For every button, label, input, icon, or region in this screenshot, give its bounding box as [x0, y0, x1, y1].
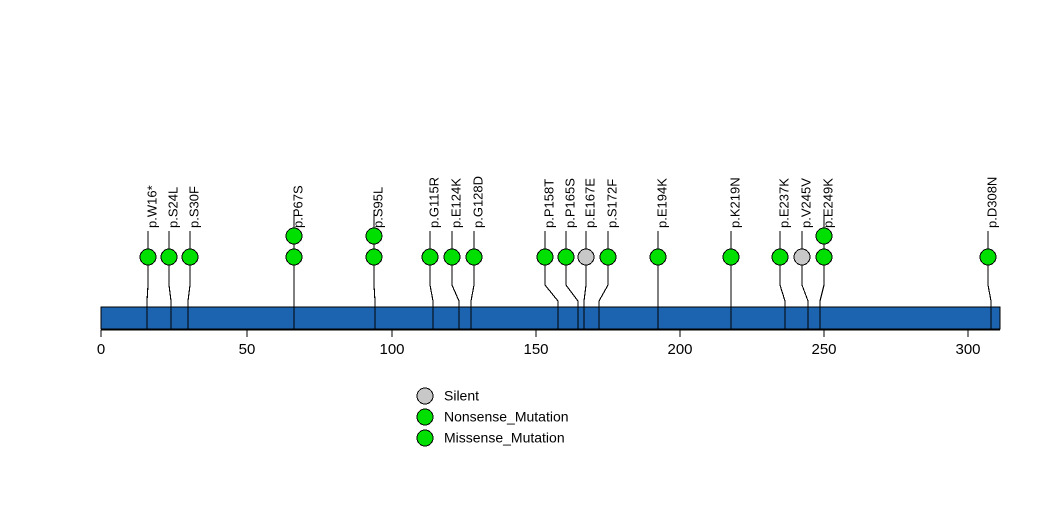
lollipop-stem-pS24L	[168, 231, 172, 329]
mutation-label-pK219N: p.K219N	[727, 177, 742, 228]
mutation-marker-pE249K[interactable]	[815, 227, 833, 245]
mutation-marker-pD308N[interactable]	[979, 248, 997, 266]
mutation-label-pE237K: p.E237K	[776, 178, 791, 228]
mutation-marker-pE237K[interactable]	[771, 248, 789, 266]
legend-marker-missense_mutation[interactable]	[416, 429, 434, 447]
mutation-marker-pE249K[interactable]	[815, 248, 833, 266]
mutation-marker-pS172F[interactable]	[599, 248, 617, 266]
lollipop-stem-pW16	[146, 231, 149, 329]
legend-label-missense_mutation: Missense_Mutation	[444, 430, 565, 446]
mutation-marker-pP67S[interactable]	[285, 227, 303, 245]
mutation-marker-pG115R[interactable]	[421, 248, 439, 266]
lollipop-stem-pV245V	[801, 231, 809, 329]
mutation-label-pG115R: p.G115R	[426, 177, 441, 228]
mutation-marker-pS24L[interactable]	[160, 248, 178, 266]
mutation-label-pE124K: p.E124K	[448, 178, 463, 228]
mutation-marker-pP67S[interactable]	[285, 248, 303, 266]
x-axis-tick-label-0: 0	[97, 341, 105, 358]
lollipop-stem-pE237K	[779, 231, 786, 329]
mutation-marker-pW16[interactable]	[139, 248, 157, 266]
mutation-label-pS24L: p.S24L	[165, 187, 180, 228]
mutation-label-pP158T: p.P158T	[541, 179, 556, 228]
mutation-label-pG128D: p.G128D	[470, 176, 485, 228]
x-axis-tick-label-200: 200	[667, 341, 692, 358]
mutation-marker-pP165S[interactable]	[557, 248, 575, 266]
mutation-label-pP67S: p.P67S	[290, 185, 305, 228]
mutation-marker-pP158T[interactable]	[536, 248, 554, 266]
x-axis-tick-label-50: 50	[239, 341, 256, 358]
legend-marker-silent[interactable]	[416, 387, 434, 405]
lollipop-stem-pE167E	[583, 231, 587, 329]
lollipop-stem-pG115R	[429, 231, 434, 329]
x-axis-tick-label-100: 100	[379, 341, 404, 358]
lollipop-stem-pS172F	[598, 231, 609, 329]
x-axis-tick-label-250: 250	[811, 341, 836, 358]
lollipop-stem-pD308N	[987, 231, 992, 329]
lollipop-stems-group	[146, 210, 992, 329]
mutation-labels-group: p.W16* p.S24L p.S30F p.P67S p.S95L p.G115R p.E…	[144, 176, 999, 228]
x-axis-group: 0 50 100 150 200 250 300	[97, 329, 1000, 358]
x-axis-tick-label-150: 150	[523, 341, 548, 358]
lollipop-stem-pE124K	[451, 231, 460, 329]
legend-label-nonsense_mutation: Nonsense_Mutation	[444, 409, 569, 425]
protein-bar-group	[100, 306, 1001, 330]
lollipop-stem-pG128D	[470, 231, 475, 329]
lollipop-stem-pP165S	[565, 231, 579, 329]
mutation-marker-pS95L[interactable]	[365, 227, 383, 245]
mutation-marker-pE194K[interactable]	[649, 248, 667, 266]
lollipop-stem-pS30F	[187, 231, 191, 329]
mutation-marker-pG128D[interactable]	[465, 248, 483, 266]
mutation-marker-pV245V[interactable]	[793, 248, 811, 266]
mutation-label-pE249K: p.E249K	[820, 178, 835, 228]
lollipop-stem-pP158T	[544, 231, 559, 329]
mutation-marker-pK219N[interactable]	[722, 248, 740, 266]
mutation-markers-group	[139, 227, 997, 266]
x-axis-tick-label-300: 300	[955, 341, 980, 358]
mutation-label-pE167E: p.E167E	[582, 178, 597, 228]
mutation-label-pS95L: p.S95L	[370, 187, 385, 228]
mutation-label-pW16: p.W16*	[144, 185, 159, 228]
mutation-marker-pS95L[interactable]	[365, 248, 383, 266]
mutation-label-pV245V: p.V245V	[798, 178, 813, 228]
mutation-label-pS172F: p.S172F	[604, 179, 619, 228]
mutation-label-pE194K: p.E194K	[654, 178, 669, 228]
legend-label-silent: Silent	[444, 388, 479, 404]
mutation-label-pS30F: p.S30F	[186, 186, 201, 228]
mutation-marker-pS30F[interactable]	[181, 248, 199, 266]
legend-marker-nonsense_mutation[interactable]	[416, 408, 434, 426]
mutation-label-pD308N: p.D308N	[984, 177, 999, 228]
protein-domain-bar[interactable]	[100, 306, 1001, 330]
mutation-label-pP165S: p.P165S	[562, 178, 577, 228]
mutation-marker-pE167E[interactable]	[577, 248, 595, 266]
mutation-marker-pE124K[interactable]	[443, 248, 461, 266]
